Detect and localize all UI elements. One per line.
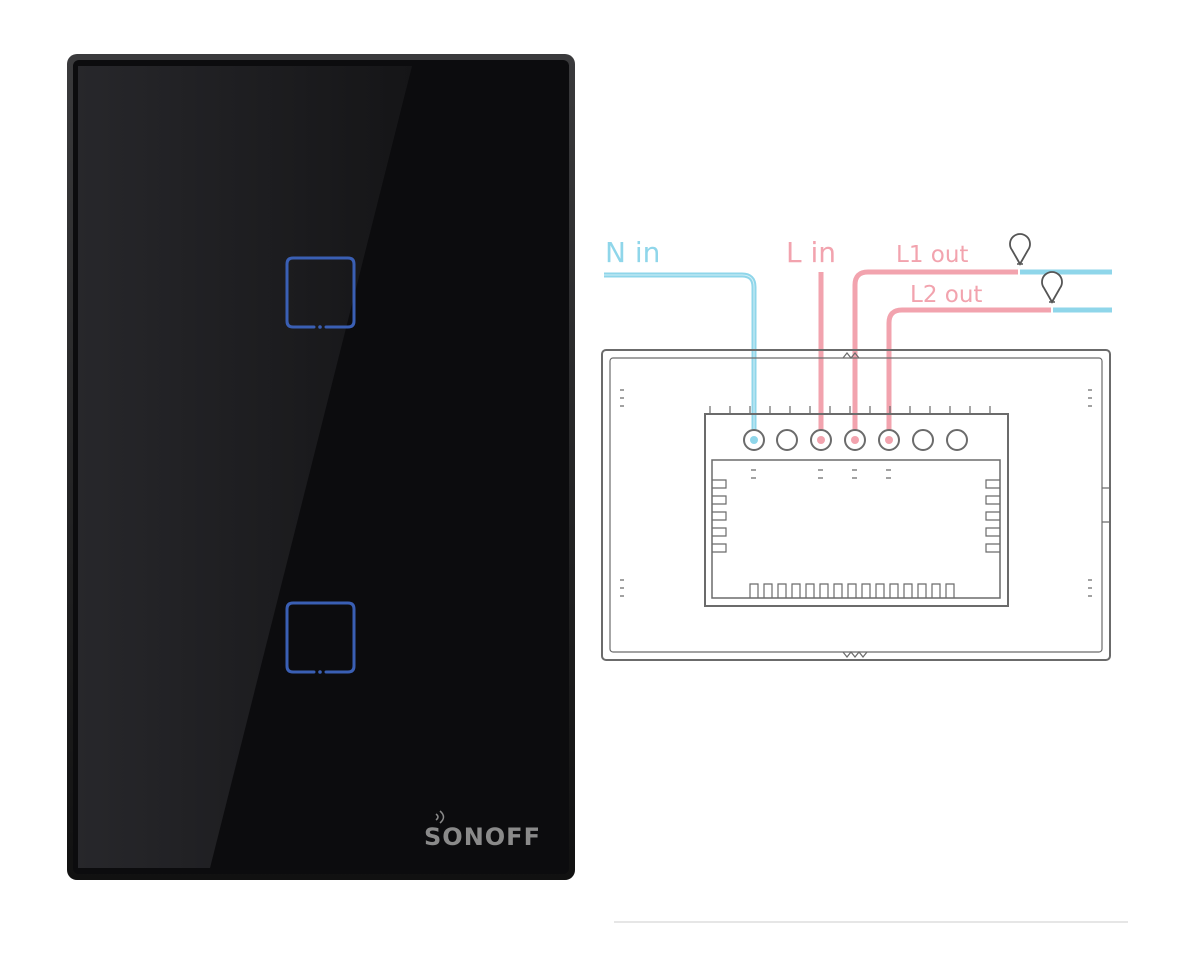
sonoff-logo: SONOFF — [424, 810, 541, 851]
terminal-marks — [751, 469, 891, 479]
brand-logo-text: SONOFF — [424, 823, 541, 851]
neutral-wire-highlight — [604, 274, 755, 432]
lamp-1-icon — [1009, 233, 1031, 266]
wires — [604, 269, 1112, 432]
button-1-indicator — [318, 325, 322, 329]
l1-out-label: L1 out — [896, 242, 968, 268]
button-2-outline — [285, 601, 356, 674]
l2-out-wire — [886, 307, 1051, 432]
switch-back-plate — [601, 349, 1111, 661]
wifi-icon — [435, 810, 445, 824]
neutral-wire — [604, 272, 757, 432]
button-2-indicator — [318, 670, 322, 674]
relay-module — [704, 406, 1009, 607]
terminal-6 — [912, 429, 934, 451]
button-1-outline — [285, 256, 356, 329]
n-in-label: N in — [605, 236, 660, 269]
l1-out-wire — [852, 269, 1018, 432]
wiring-diagram: N in L in L1 out L2 out — [601, 233, 1112, 661]
touch-button-1[interactable] — [285, 256, 356, 329]
touch-button-2[interactable] — [285, 601, 356, 674]
switch-panel: SONOFF — [67, 54, 575, 880]
glass-reflection — [78, 66, 412, 868]
wire-ends — [750, 436, 893, 444]
terminal-2 — [776, 429, 798, 451]
lamp-2-icon — [1041, 271, 1063, 304]
l2-out-label: L2 out — [910, 282, 982, 308]
terminal-7 — [946, 429, 968, 451]
l-in-label: L in — [786, 236, 836, 269]
